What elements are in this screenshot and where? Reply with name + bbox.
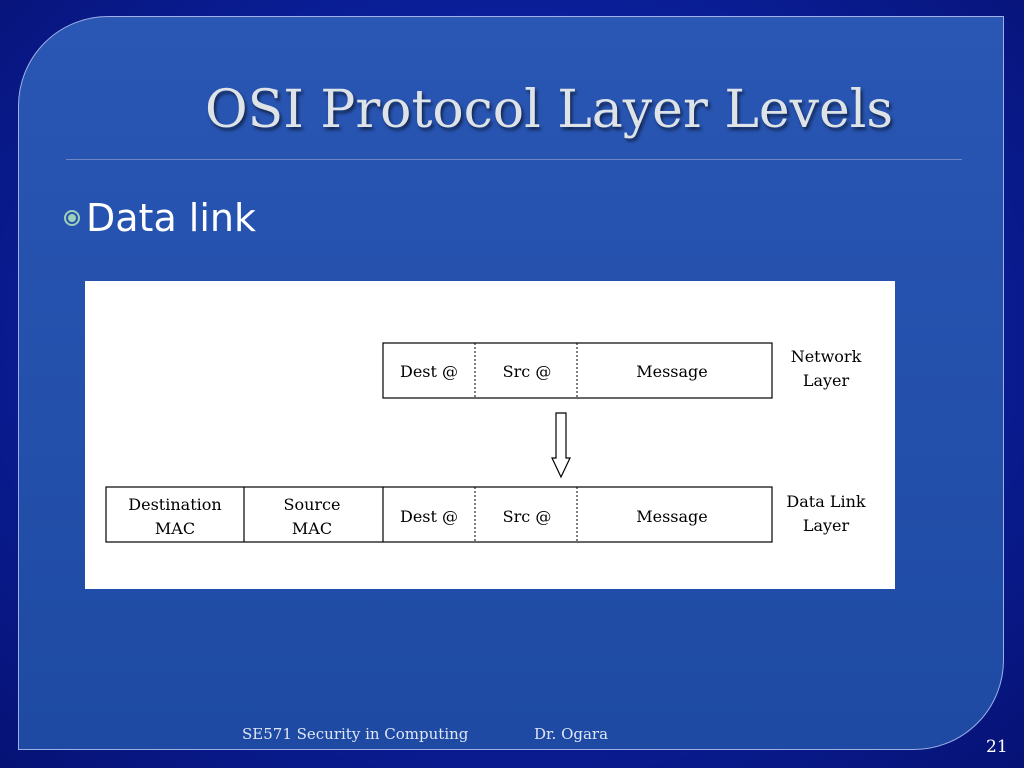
footer-author: Dr. Ogara bbox=[534, 725, 609, 743]
datalink-cell-destination-mac-line1: Destination bbox=[128, 495, 221, 514]
footer-course: SE571 Security in Computing bbox=[242, 725, 469, 743]
datalink-cell-destination-mac-line2: MAC bbox=[155, 519, 195, 538]
slide-title: OSI Protocol Layer Levels bbox=[205, 80, 894, 140]
datalink-cell-src: Src @ bbox=[503, 507, 552, 526]
datalink-row-box bbox=[105, 486, 773, 543]
osi-diagram: Dest @ Src @ Message Network Layer Desti… bbox=[105, 342, 866, 543]
datalink-layer-label-line1: Data Link bbox=[786, 492, 865, 511]
page-number: 21 bbox=[986, 737, 1008, 757]
title-divider bbox=[66, 159, 962, 160]
bullet-text: Data link bbox=[86, 196, 257, 240]
datalink-cell-source-mac-line1: Source bbox=[284, 495, 341, 514]
datalink-cell-message: Message bbox=[636, 507, 708, 526]
datalink-cell-dest: Dest @ bbox=[400, 507, 458, 526]
network-layer-row: Dest @ Src @ Message Network Layer bbox=[382, 342, 862, 399]
datalink-cell-source-mac-line2: MAC bbox=[292, 519, 332, 538]
bullet-item: Data link bbox=[64, 196, 256, 240]
datalink-layer-row: Destination MAC Source MAC Dest @ Src @ … bbox=[105, 486, 866, 543]
network-cell-dest: Dest @ bbox=[400, 362, 458, 381]
datalink-layer-label-line2: Layer bbox=[803, 516, 850, 535]
network-cell-src: Src @ bbox=[503, 362, 552, 381]
network-layer-label-line2: Layer bbox=[803, 371, 850, 390]
osi-diagram-figure: Dest @ Src @ Message Network Layer Desti… bbox=[85, 281, 895, 589]
bullet-circle-icon bbox=[64, 210, 80, 226]
network-cell-message: Message bbox=[636, 362, 708, 381]
network-layer-label-line1: Network bbox=[791, 347, 862, 366]
down-arrow-icon bbox=[551, 412, 571, 479]
